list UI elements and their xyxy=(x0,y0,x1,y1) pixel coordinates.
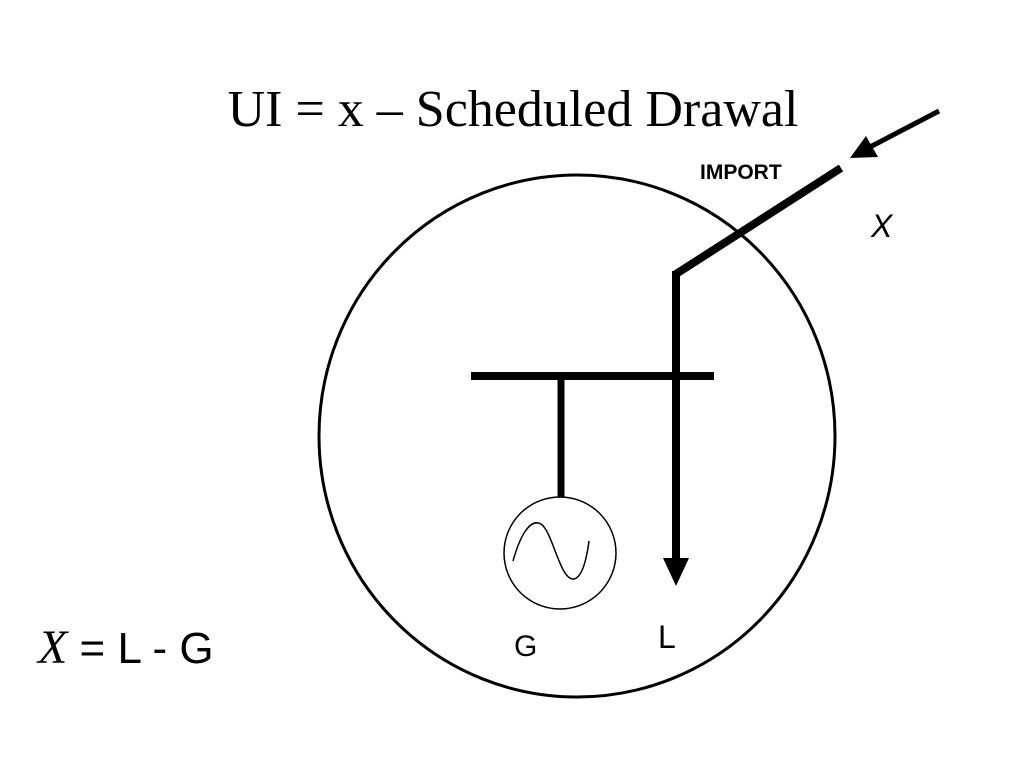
import-line xyxy=(673,164,844,278)
flow-variable-label: X xyxy=(870,208,894,244)
load-arrowhead xyxy=(663,558,689,586)
generator-icon xyxy=(503,496,617,610)
system-boundary-circle xyxy=(317,173,837,699)
slide-title-text: UI = x – Scheduled Drawal xyxy=(227,81,799,138)
import-flow-arrowhead xyxy=(850,136,878,158)
load-label: L xyxy=(658,619,676,655)
import-label: IMPORT xyxy=(700,161,782,184)
equation-variable: X xyxy=(38,621,68,674)
import-flow-arrow-shaft xyxy=(868,108,941,150)
balance-equation: X = L - G xyxy=(38,620,214,677)
generator-label: G xyxy=(514,630,537,663)
equation-expression: = L - G xyxy=(67,624,214,673)
generator-circle xyxy=(503,496,617,610)
slide-title: UI = x – Scheduled Drawal xyxy=(0,78,1024,142)
generator-sine-wave xyxy=(512,522,590,580)
